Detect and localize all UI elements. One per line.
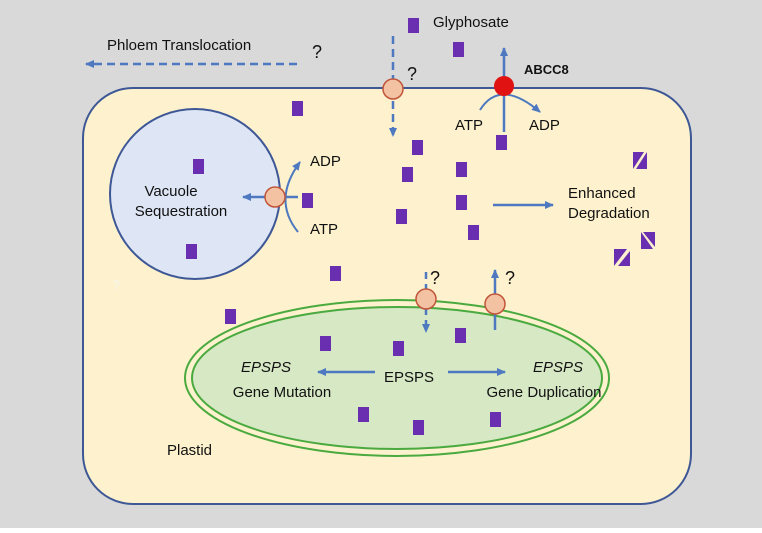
vacuole-adp-label: ADP bbox=[310, 153, 341, 170]
vacuole-label-line1: Vacuole bbox=[144, 183, 197, 200]
glyphosate-molecule-icon bbox=[456, 195, 467, 210]
plastid-import-question: ? bbox=[430, 268, 440, 288]
glyphosate-molecules bbox=[186, 18, 507, 435]
uptake-question: ? bbox=[407, 64, 417, 84]
glyphosate-molecule-icon bbox=[292, 101, 303, 116]
gene-duplication-label: Gene Duplication bbox=[486, 384, 601, 401]
glyphosate-molecule-icon bbox=[193, 159, 204, 174]
glyphosate-molecule-icon bbox=[408, 18, 419, 33]
abcc8-adp-label: ADP bbox=[529, 117, 560, 134]
glyphosate-molecule-icon bbox=[496, 135, 507, 150]
glyphosate-molecule-icon bbox=[413, 420, 424, 435]
plastid-export-transporter bbox=[484, 293, 506, 315]
glyphosate-molecule-icon bbox=[402, 167, 413, 182]
abcc8-atp-label: ATP bbox=[455, 117, 483, 134]
plastid-label: Plastid bbox=[167, 442, 212, 459]
degraded-glyphosate-icon bbox=[614, 249, 630, 266]
abcc8-label: ABCC8 bbox=[524, 62, 569, 77]
faint-question: ? bbox=[113, 278, 120, 292]
glyphosate-molecule-icon bbox=[396, 209, 407, 224]
plastid-import-transporter bbox=[415, 288, 437, 310]
glyphosate-molecule-icon bbox=[456, 162, 467, 177]
gene-mutation-italic: EPSPS bbox=[241, 359, 291, 376]
glyphosate-molecule-icon bbox=[330, 266, 341, 281]
glyphosate-molecule-icon bbox=[225, 309, 236, 324]
glyphosate-molecule-icon bbox=[468, 225, 479, 240]
plastid-outer-membrane bbox=[184, 299, 610, 457]
abcc8-transporter bbox=[494, 76, 514, 96]
glyphosate-molecule-icon bbox=[186, 244, 197, 259]
degradation-label-line2: Degradation bbox=[568, 205, 650, 222]
phloem-question: ? bbox=[312, 42, 322, 62]
glyphosate-molecule-icon bbox=[393, 341, 404, 356]
glyphosate-molecule-icon bbox=[412, 140, 423, 155]
glyphosate-molecule-icon bbox=[320, 336, 331, 351]
glyphosate-molecule-icon bbox=[455, 328, 466, 343]
vacuole-atp-label: ATP bbox=[310, 221, 338, 238]
glyphosate-molecule-icon bbox=[490, 412, 501, 427]
degraded-glyphosate-icon bbox=[633, 152, 647, 169]
uptake-transporter bbox=[382, 78, 404, 100]
degraded-glyphosate bbox=[614, 152, 655, 266]
vacuole-transporter bbox=[264, 186, 286, 208]
phloem-translocation-label: Phloem Translocation bbox=[107, 37, 251, 54]
degradation-label-line1: Enhanced bbox=[568, 185, 636, 202]
plastid-export-question: ? bbox=[505, 268, 515, 288]
vacuole-label-line2: Sequestration bbox=[135, 203, 228, 220]
gene-duplication-italic: EPSPS bbox=[533, 359, 583, 376]
degraded-glyphosate-icon bbox=[641, 232, 655, 249]
glyphosate-label: Glyphosate bbox=[433, 14, 509, 31]
gene-mutation-label: Gene Mutation bbox=[233, 384, 331, 401]
epsps-label: EPSPS bbox=[384, 369, 434, 386]
plastid-inner-stroke bbox=[191, 306, 603, 450]
glyphosate-molecule-icon bbox=[453, 42, 464, 57]
glyphosate-molecule-icon bbox=[358, 407, 369, 422]
glyphosate-molecule-icon bbox=[302, 193, 313, 208]
